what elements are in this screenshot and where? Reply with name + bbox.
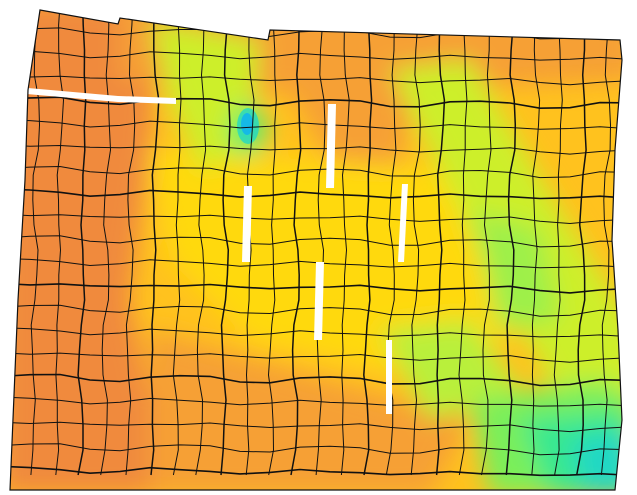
mesh-line-v xyxy=(600,10,612,476)
mesh-line-v xyxy=(435,10,446,476)
opening-top-notch xyxy=(118,96,176,104)
mesh-line-v xyxy=(553,10,563,476)
mesh-line-v xyxy=(385,10,397,476)
mesh-line-v xyxy=(267,10,277,476)
mesh-line-v xyxy=(627,0,635,475)
mesh-line-v xyxy=(30,10,41,476)
mesh-line-v xyxy=(575,10,587,476)
mesh-line-v xyxy=(458,10,468,476)
mesh-line-h xyxy=(10,144,622,155)
mesh-line-v xyxy=(125,10,136,476)
mesh-line-h xyxy=(0,492,630,495)
mesh-line-h xyxy=(10,119,622,130)
mesh-line-h xyxy=(10,213,622,225)
mesh-line-h xyxy=(10,165,622,179)
opening-upper-vertical xyxy=(326,104,336,188)
mesh-line-h xyxy=(10,235,622,248)
mesh-line-h xyxy=(10,257,622,269)
opening-center-vertical xyxy=(314,262,324,340)
mesh-line-h xyxy=(10,96,622,110)
mesh-line-h xyxy=(10,352,622,363)
mesh-line-v xyxy=(531,10,541,476)
mesh-line-h xyxy=(10,50,622,61)
mesh-line-v xyxy=(195,10,207,476)
mesh-line-h xyxy=(10,373,622,387)
openings xyxy=(26,88,408,414)
mesh-line-h xyxy=(10,396,622,407)
mesh-line-h xyxy=(10,10,622,17)
wall-outline xyxy=(9,9,623,491)
hotspot xyxy=(237,108,259,144)
mesh-line-v xyxy=(100,10,112,476)
mesh-line-v xyxy=(410,10,421,476)
mesh-line-v xyxy=(172,10,182,476)
opening-left-vertical xyxy=(242,186,252,262)
opening-lower-vertical xyxy=(386,340,392,414)
opening-top-left xyxy=(26,88,118,102)
mesh-line-v xyxy=(363,10,373,476)
mesh-line-v xyxy=(290,10,302,476)
mesh-line-v xyxy=(481,10,492,476)
mesh-line-h xyxy=(10,282,622,294)
mesh-line-h xyxy=(10,74,622,86)
mesh-line-v xyxy=(55,10,65,476)
mesh-line-h xyxy=(10,421,622,433)
mesh-line-v xyxy=(340,10,350,476)
mesh-line-v xyxy=(315,10,326,476)
mesh-line-h xyxy=(10,465,622,477)
mesh-line-v xyxy=(150,10,160,476)
opening-mid-vertical xyxy=(398,184,408,262)
mesh-line-v xyxy=(77,10,87,476)
mesh-line-v xyxy=(220,10,231,476)
mesh-line-v xyxy=(505,10,517,476)
